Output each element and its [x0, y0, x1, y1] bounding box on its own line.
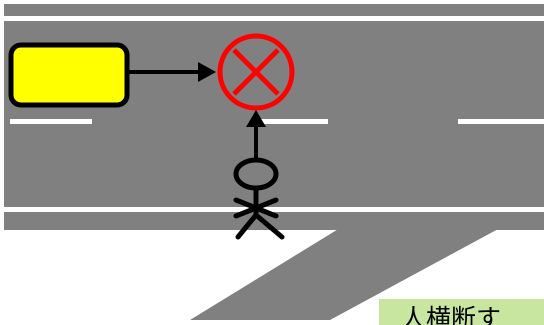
vehicle [11, 45, 127, 105]
scenario-caption: 人横断す [379, 299, 544, 325]
lane-dash [10, 119, 92, 124]
road-surface [4, 4, 544, 230]
lane-dash [256, 119, 328, 124]
lane-dash [458, 119, 544, 124]
road-edge-line-top [4, 16, 544, 21]
road-edge-line-bottom [4, 207, 544, 212]
